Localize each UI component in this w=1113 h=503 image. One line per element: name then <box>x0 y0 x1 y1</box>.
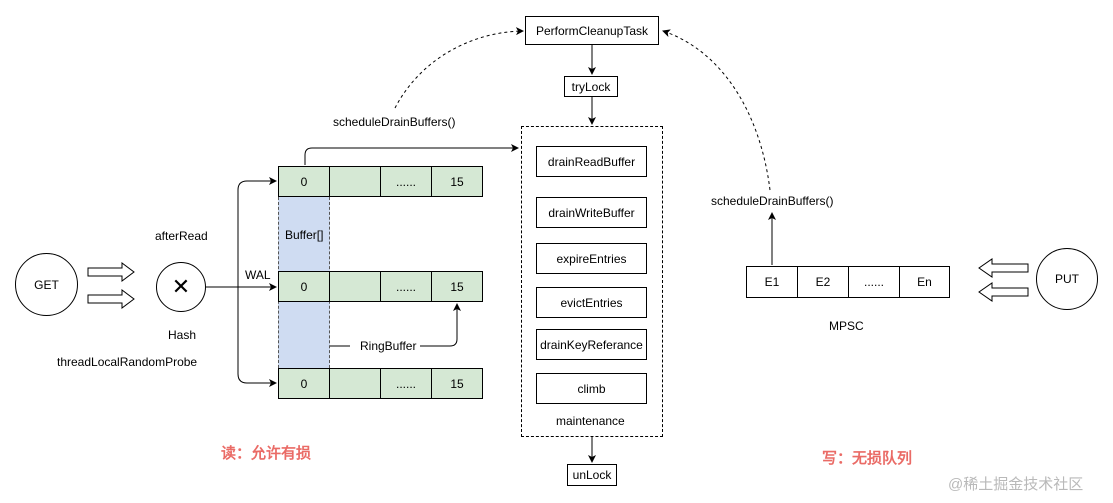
read-caption: 读：允许有损 <box>221 445 312 462</box>
get-node: GET <box>15 253 78 316</box>
hash-icon: ✕ <box>171 274 191 299</box>
hash-node: ✕ <box>156 262 206 312</box>
buffer-cell: ...... <box>380 368 432 399</box>
queue-cell: E2 <box>797 266 849 298</box>
maintenance-group <box>521 126 663 437</box>
buffer-array-label: Buffer[] <box>285 228 324 242</box>
probe-label: threadLocalRandomProbe <box>57 355 198 369</box>
watermark: @稀土掘金技术社区 <box>948 476 1084 493</box>
buffer-cell: 15 <box>431 368 483 399</box>
wal-to-row1-arrow <box>237 177 277 287</box>
buffer-cell: 0 <box>278 271 330 302</box>
buffer-cell: 15 <box>431 271 483 302</box>
after-read-label: afterRead <box>155 229 208 243</box>
write-caption: 写：无损队列 <box>822 450 913 467</box>
mpsc-label: MPSC <box>829 319 864 333</box>
buffer-cell: ...... <box>380 166 432 197</box>
queue-cell: En <box>899 266 950 298</box>
step-drain-read-buffer: drainReadBuffer <box>536 146 647 177</box>
queue-cell: E1 <box>746 266 798 298</box>
buffer-to-maintenance-arrow <box>304 144 519 165</box>
put-arrow-2 <box>978 282 1029 302</box>
unlock-box: unLock <box>567 464 617 486</box>
put-node: PUT <box>1036 248 1098 310</box>
get-arrow-1 <box>87 262 135 282</box>
queue-cell: ...... <box>848 266 900 298</box>
maintenance-label: maintenance <box>556 414 625 428</box>
get-arrow-2 <box>87 289 135 309</box>
put-arrow-1 <box>978 258 1029 278</box>
step-drain-key-referance: drainKeyReferance <box>536 329 647 360</box>
buffer-cell <box>329 271 381 302</box>
wal-to-row3-arrow <box>237 287 277 387</box>
buffer-cell: 0 <box>278 368 330 399</box>
schedule-right-arrow <box>662 29 771 191</box>
buffer-cell <box>329 368 381 399</box>
schedule-left-arrow <box>394 27 524 109</box>
schedule-right-label: scheduleDrainBuffers() <box>711 194 834 208</box>
hash-label: Hash <box>168 328 197 342</box>
schedule-left-label: scheduleDrainBuffers() <box>333 115 456 129</box>
step-expire-entries: expireEntries <box>536 243 647 274</box>
perform-cleanup-task-box: PerformCleanupTask <box>525 16 659 45</box>
step-drain-write-buffer: drainWriteBuffer <box>536 197 647 228</box>
buffer-cell: 0 <box>278 166 330 197</box>
buffer-cell: 15 <box>431 166 483 197</box>
ring-buffer-right-arrow <box>420 303 461 347</box>
buffer-cell: ...... <box>380 271 432 302</box>
try-lock-box: tryLock <box>564 76 618 97</box>
ring-buffer-label: RingBuffer <box>358 339 419 353</box>
step-climb: climb <box>536 373 647 404</box>
buffer-cell <box>329 166 381 197</box>
step-evict-entries: evictEntries <box>536 287 647 318</box>
wal-label: WAL <box>245 268 271 282</box>
